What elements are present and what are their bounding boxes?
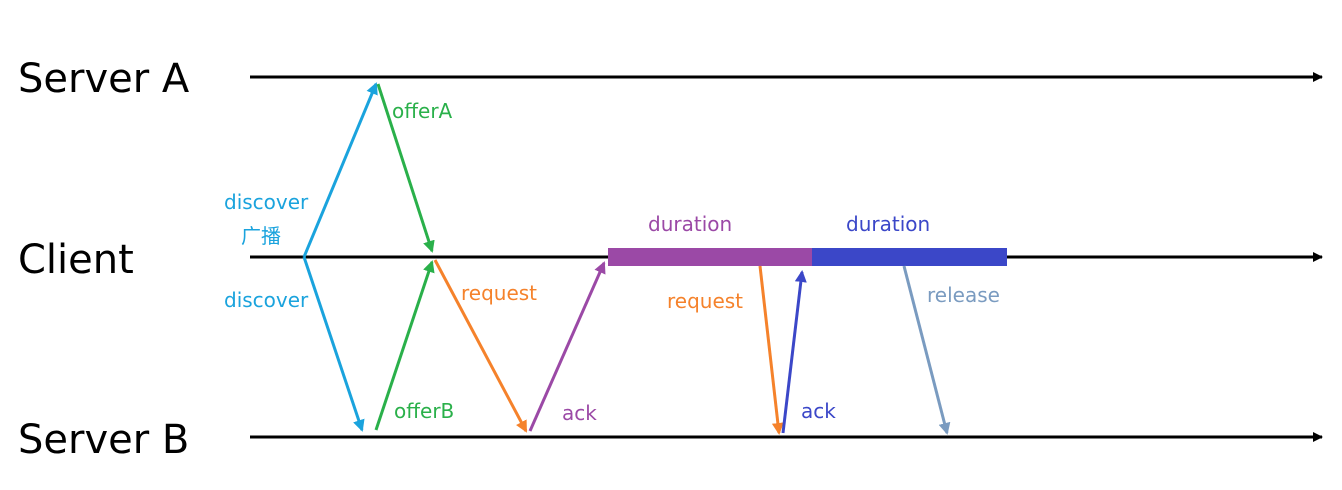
discover-arrow-to-server-a <box>302 82 378 258</box>
offer-a-arrow <box>376 83 435 253</box>
duration-label-first: duration <box>648 212 732 236</box>
ack-label-first: ack <box>562 401 597 425</box>
discover-label-bottom: discover <box>224 288 309 312</box>
discover-arrow-to-server-b <box>302 256 365 432</box>
offer-a-label: offerA <box>392 99 453 123</box>
discover-label-top: discover <box>224 190 309 214</box>
request-arrow-second <box>758 265 784 435</box>
request-label-first: request <box>461 281 537 305</box>
duration-bar-first <box>608 248 812 266</box>
ack-arrow-second <box>781 270 807 434</box>
duration-label-second: duration <box>846 212 930 236</box>
request-label-second: request <box>667 289 743 313</box>
lane-label-server-b: Server B <box>18 417 189 463</box>
broadcast-label: 广播 <box>241 224 281 248</box>
offer-b-label: offerB <box>394 399 454 423</box>
release-arrow <box>902 265 951 435</box>
ack-label-second: ack <box>801 399 836 423</box>
lane-label-client: Client <box>18 237 134 283</box>
duration-bar-second <box>812 248 1007 266</box>
release-label: release <box>927 283 1000 307</box>
offer-b-arrow <box>374 260 435 431</box>
lane-label-server-a: Server A <box>18 56 190 102</box>
request-arrow-first <box>433 259 528 433</box>
ack-arrow-first <box>528 261 606 432</box>
